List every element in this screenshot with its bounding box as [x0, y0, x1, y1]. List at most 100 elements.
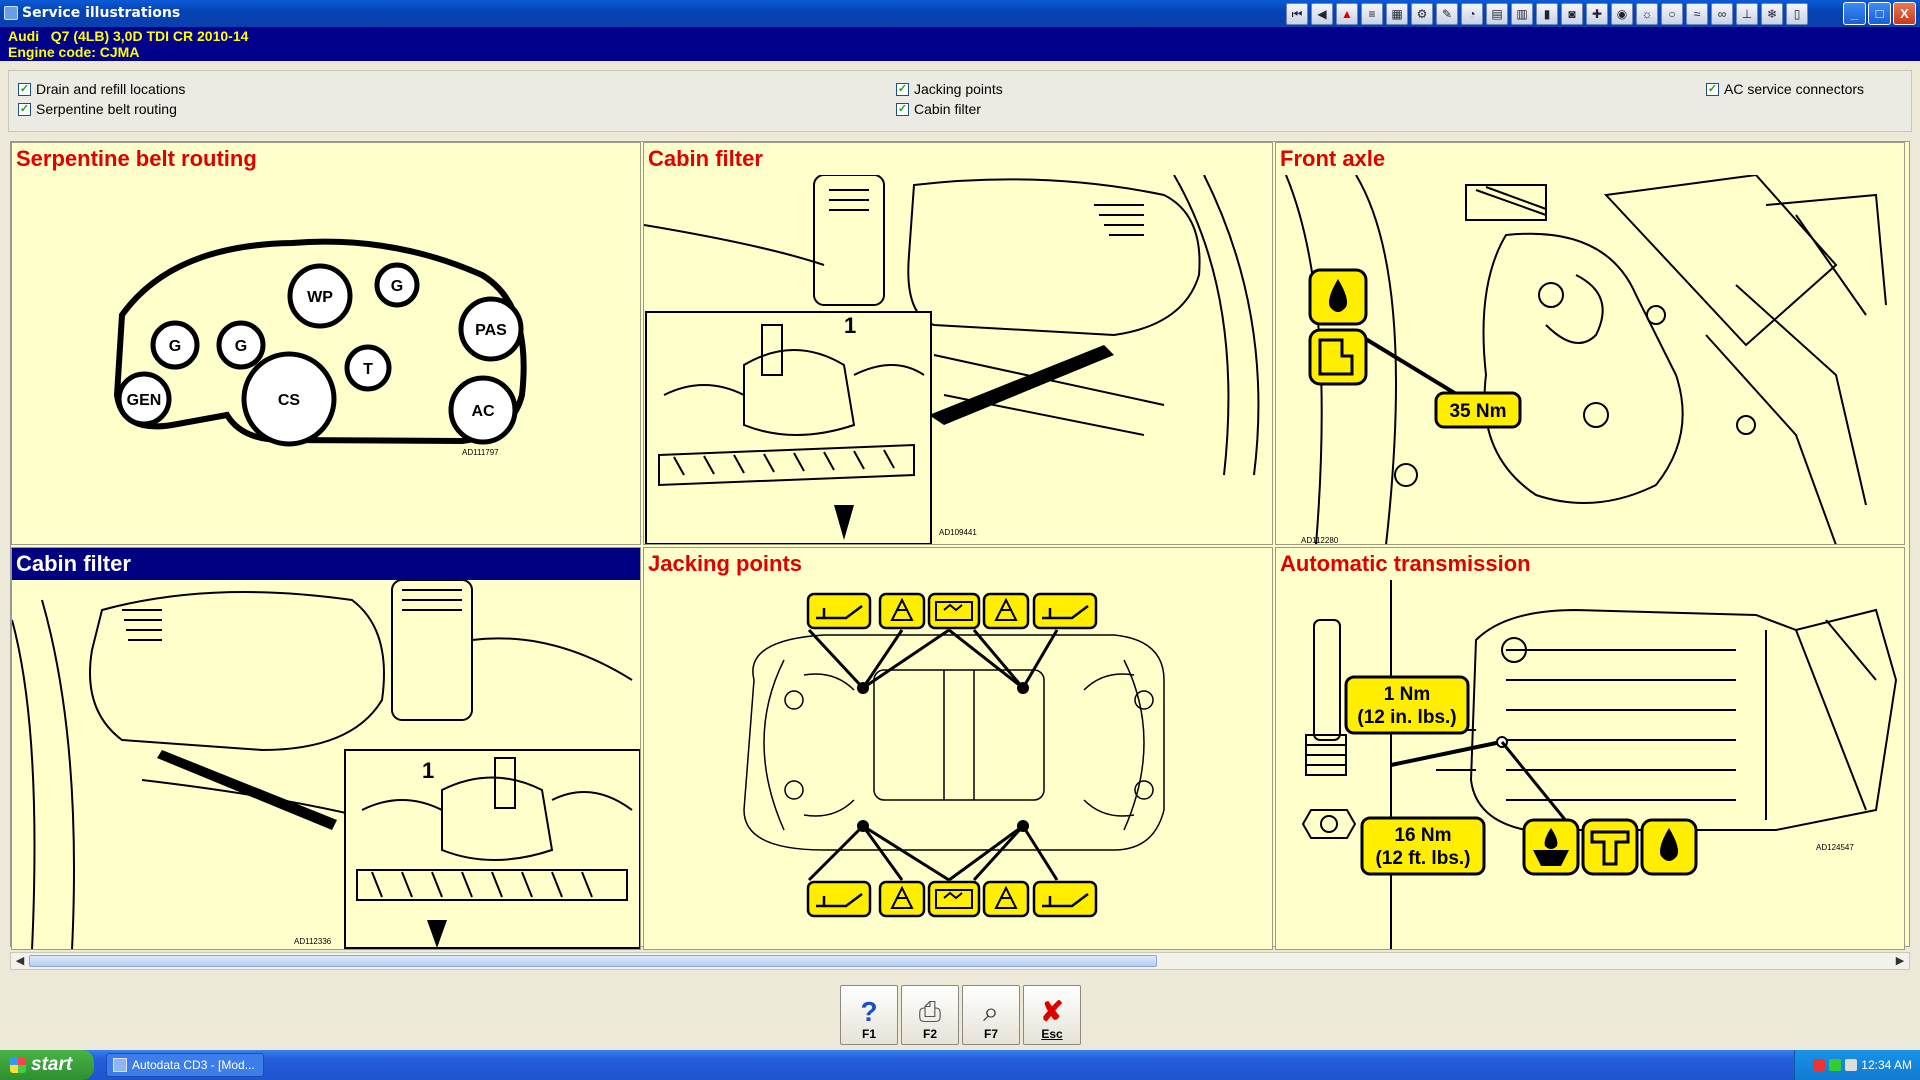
- panel-cabin-filter-selected[interactable]: Cabin filter 1 AD112336: [11, 547, 641, 950]
- torque-value: 16 Nm: [1394, 825, 1451, 846]
- print-icon: ⎙: [918, 996, 942, 1027]
- window-titlebar: Service illustrations ⏮ ◀ ▲ ≡ ▦ ⚙ ✎ ◔ ▤ …: [0, 0, 1920, 27]
- pulley-label: CS: [278, 392, 301, 409]
- jack-icon[interactable]: ⊥: [1736, 3, 1758, 25]
- pulley-label: T: [363, 361, 373, 378]
- checkbox-icon[interactable]: ✓: [896, 102, 909, 116]
- taskbar-item-autodata[interactable]: Autodata CD3 - [Mod...: [106, 1053, 264, 1077]
- scroll-left-icon[interactable]: ◀: [15, 955, 25, 967]
- engine-code: Engine code: CJMA: [8, 44, 140, 60]
- minimize-button[interactable]: _: [1843, 2, 1866, 25]
- service-icon[interactable]: ✚: [1586, 3, 1608, 25]
- wrench-icon[interactable]: ✎: [1436, 3, 1458, 25]
- panel-automatic-transmission[interactable]: Automatic transmission 1 Nm (12 in. lbs.…: [1275, 547, 1905, 950]
- start-label: start: [31, 1054, 73, 1075]
- option-jacking-points[interactable]: ✓ Jacking points: [896, 81, 1003, 97]
- callout-marker: 1: [844, 313, 856, 338]
- first-icon[interactable]: ⏮: [1286, 3, 1308, 25]
- checkbox-icon[interactable]: ✓: [18, 102, 31, 116]
- list-icon[interactable]: ≡: [1361, 3, 1383, 25]
- taskbar: start Autodata CD3 - [Mod... 12:34 AM: [0, 1050, 1920, 1080]
- window-controls: _ □ X: [1843, 2, 1916, 25]
- pulley-gen: [116, 371, 172, 427]
- print-button[interactable]: ⎙ F2: [901, 985, 959, 1045]
- oil-drop-icon: [1329, 279, 1347, 312]
- panel-cabin-filter-top[interactable]: Cabin filter 1 AD109441: [643, 142, 1273, 545]
- panel-title: Cabin filter: [12, 548, 640, 580]
- prev-icon[interactable]: ◀: [1311, 3, 1333, 25]
- chart-icon[interactable]: ▥: [1511, 3, 1533, 25]
- checkbox-icon[interactable]: ✓: [1706, 82, 1719, 96]
- illustration-code: AD112336: [294, 937, 332, 946]
- ac-icon[interactable]: ❄: [1761, 3, 1783, 25]
- option-cabin-filter[interactable]: ✓ Cabin filter: [896, 101, 981, 117]
- brake-icon[interactable]: ◉: [1611, 3, 1633, 25]
- cabin-filter-drawing: 1 AD112336: [12, 580, 640, 949]
- function-key-bar: ? F1 ⎙ F2 ⌕ F7 ✘ Esc: [840, 985, 1081, 1045]
- gauge-icon[interactable]: ◔: [1461, 3, 1483, 25]
- lamp-icon[interactable]: ☼: [1636, 3, 1658, 25]
- wiring-icon[interactable]: ≈: [1686, 3, 1708, 25]
- pulley-g: [216, 320, 266, 370]
- jack-icon: [806, 592, 1098, 630]
- panel-title: Serpentine belt routing: [12, 143, 640, 175]
- fkey-label: F1: [861, 1027, 876, 1041]
- zoom-icon: ⌕: [983, 996, 999, 1027]
- pulley-cs: [241, 351, 337, 447]
- option-serpentine-belt[interactable]: ✓ Serpentine belt routing: [18, 101, 177, 117]
- belt-diagram: WP G G G PAS T GEN CS AC AD111797: [113, 238, 527, 457]
- panel-serpentine-belt[interactable]: Serpentine belt routing WP G G G PAS T G…: [11, 142, 641, 545]
- filter-inset: [645, 311, 932, 544]
- car-icon[interactable]: ◙: [1561, 3, 1583, 25]
- checkbox-icon[interactable]: ✓: [896, 82, 909, 96]
- checkbox-icon[interactable]: ✓: [18, 82, 31, 96]
- pulley-label: G: [391, 278, 403, 295]
- torque-callout: [1434, 391, 1522, 429]
- battery-icon[interactable]: ▮: [1536, 3, 1558, 25]
- task-label: Autodata CD3 - [Mod...: [132, 1058, 255, 1072]
- pulley-pas: [458, 296, 524, 362]
- escape-button[interactable]: ✘ Esc: [1023, 985, 1081, 1045]
- title-toolbar: ⏮ ◀ ▲ ≡ ▦ ⚙ ✎ ◔ ▤ ▥ ▮ ◙ ✚ ◉ ☼ ○ ≈ ∞ ⊥ ❄ …: [1286, 3, 1808, 25]
- illustration-code: AD112280: [1301, 536, 1339, 545]
- start-button[interactable]: start: [0, 1050, 94, 1080]
- torque-value: (12 ft. lbs.): [1375, 848, 1470, 869]
- fkey-label: F2: [922, 1027, 937, 1041]
- option-label: Serpentine belt routing: [36, 101, 177, 117]
- scroll-right-icon[interactable]: ▶: [1895, 955, 1905, 967]
- front-axle-drawing: 35 Nm AD112280: [1285, 175, 1887, 545]
- torque-callout: [1344, 675, 1470, 735]
- panel-front-axle[interactable]: Front axle 35 Nm: [1275, 142, 1905, 545]
- warning-icon[interactable]: ▲: [1336, 3, 1358, 25]
- image-icon[interactable]: ▦: [1386, 3, 1408, 25]
- option-label: Jacking points: [914, 81, 1003, 97]
- filter-icon[interactable]: ▤: [1486, 3, 1508, 25]
- security-icon[interactable]: [1813, 1059, 1826, 1071]
- volume-icon[interactable]: [1845, 1059, 1858, 1071]
- torque-value: 1 Nm: [1384, 684, 1430, 705]
- torque-callout: [1360, 816, 1486, 876]
- help-button[interactable]: ? F1: [840, 985, 898, 1045]
- maximize-button[interactable]: □: [1868, 2, 1891, 25]
- zoom-button[interactable]: ⌕ F7: [962, 985, 1020, 1045]
- tyre-icon[interactable]: ○: [1661, 3, 1683, 25]
- belt-icon[interactable]: ∞: [1711, 3, 1733, 25]
- panel-jacking-points[interactable]: Jacking points: [643, 547, 1273, 950]
- horizontal-scrollbar[interactable]: ◀ ▶: [10, 952, 1910, 970]
- pulley-label: G: [169, 338, 181, 355]
- pulley-wp: [287, 263, 353, 329]
- illustration-code: AD124547: [1816, 843, 1854, 852]
- close-button[interactable]: X: [1893, 2, 1916, 25]
- system-tray: 12:34 AM: [1794, 1050, 1920, 1080]
- network-icon[interactable]: [1829, 1059, 1842, 1071]
- illustration-grid: Serpentine belt routing WP G G G PAS T G…: [10, 141, 1910, 950]
- drain-plug-icon: [1308, 328, 1368, 386]
- doc-icon[interactable]: ▯: [1786, 3, 1808, 25]
- option-drain-refill[interactable]: ✓ Drain and refill locations: [18, 81, 185, 97]
- clock[interactable]: 12:34 AM: [1861, 1058, 1912, 1072]
- scroll-thumb[interactable]: [29, 955, 1157, 967]
- option-ac-connectors[interactable]: ✓ AC service connectors: [1706, 81, 1864, 97]
- engine-icon[interactable]: ⚙: [1411, 3, 1433, 25]
- pulley-label: AC: [471, 403, 495, 420]
- app-icon: [113, 1058, 127, 1072]
